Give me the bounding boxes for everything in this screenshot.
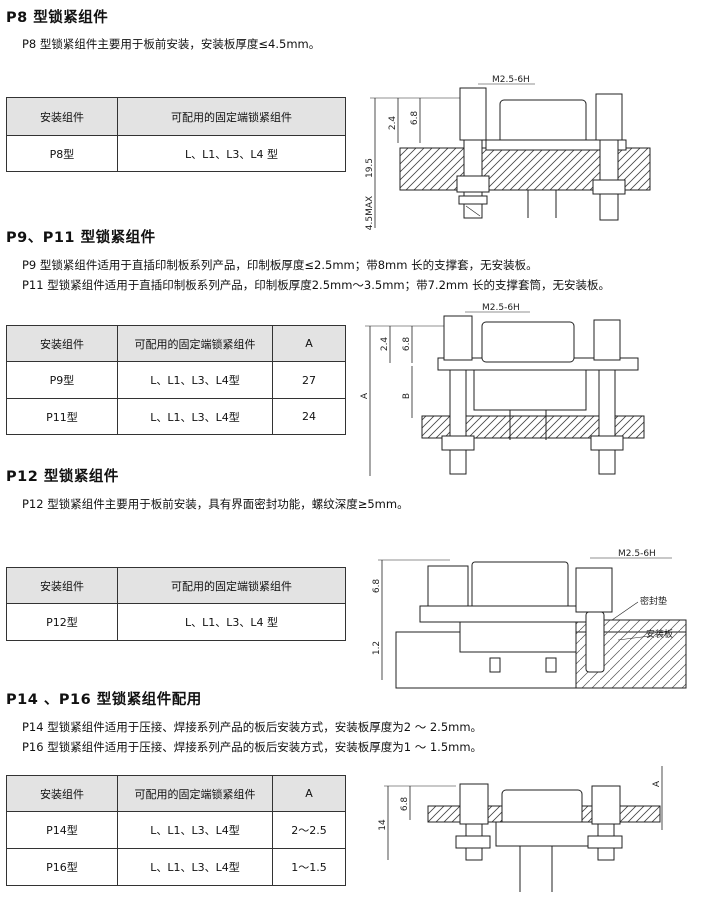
table-cell: L、L1、L3、L4型 <box>117 398 273 435</box>
table-cell: 27 <box>272 361 346 399</box>
dim-label: 6.8 <box>400 797 410 812</box>
dim-label: A <box>652 780 662 787</box>
seal-label: 密封垫 <box>640 595 667 607</box>
spec-table-p14-p16: 安装组件 可配用的固定端锁紧组件 A P14型 L、L1、L3、L4型 2～2.… <box>6 775 346 886</box>
spec-table-p8: 安装组件 可配用的固定端锁紧组件 P8型 L、L1、L3、L4 型 <box>6 97 346 172</box>
table-cell: P14型 <box>6 811 118 849</box>
plate-label: 安装板 <box>646 628 673 640</box>
dim-label: 1.2 <box>372 641 382 655</box>
table-cell: P9型 <box>6 361 118 399</box>
thread-label: M2.5-6H <box>618 549 656 559</box>
spec-table-p9-p11: 安装组件 可配用的固定端锁紧组件 A P9型 L、L1、L3、L4型 27 P1… <box>6 325 346 435</box>
table-row: P8型 L、L1、L3、L4 型 <box>6 135 346 172</box>
table-row: P12型 L、L1、L3、L4 型 <box>6 603 346 641</box>
table-row: P11型 L、L1、L3、L4型 24 <box>6 398 346 435</box>
dim-label: 4.5MAX <box>365 196 375 230</box>
table-cell: 1～1.5 <box>272 848 346 886</box>
table-header: 可配用的固定端锁紧组件 <box>117 97 346 136</box>
section-title-p9-p11: P9、P11 型锁紧组件 <box>6 230 156 246</box>
table-row: P9型 L、L1、L3、L4型 27 <box>6 361 346 399</box>
table-header: 安装组件 <box>6 567 118 604</box>
thread-label: M2.5-6H <box>492 75 530 85</box>
diagram-p9-p11: A 2.4 6.8 B M2.5-6H <box>360 303 645 476</box>
table-cell: L、L1、L3、L4型 <box>117 811 273 849</box>
dim-label: 14 <box>378 819 388 831</box>
table-cell: L、L1、L3、L4 型 <box>117 603 346 641</box>
dim-label: B <box>402 393 412 399</box>
dim-label: A <box>360 392 370 399</box>
table-row: P14型 L、L1、L3、L4型 2～2.5 <box>6 811 346 849</box>
dim-label: 2.4 <box>388 116 398 131</box>
table-header: 可配用的固定端锁紧组件 <box>117 325 273 362</box>
table-row: P16型 L、L1、L3、L4型 1～1.5 <box>6 848 346 886</box>
table-cell: P16型 <box>6 848 118 886</box>
table-header: 安装组件 <box>6 97 118 136</box>
thread-label: M2.5-6H <box>482 303 520 313</box>
table-header: A <box>272 775 346 812</box>
table-header: 可配用的固定端锁紧组件 <box>117 567 346 604</box>
table-cell: L、L1、L3、L4型 <box>117 361 273 399</box>
section-desc-p11: P11 型锁紧组件适用于直插印制板系列产品，印制板厚度2.5mm～3.5mm；带… <box>22 278 610 292</box>
table-cell: P8型 <box>6 135 118 172</box>
table-cell: P11型 <box>6 398 118 435</box>
dim-label: 19.5 <box>365 158 375 178</box>
section-desc-p8: P8 型锁紧组件主要用于板前安装，安装板厚度≤4.5mm。 <box>22 37 321 51</box>
section-desc-p9: P9 型锁紧组件适用于直插印制板系列产品，印制板厚度≤2.5mm；带8mm 长的… <box>22 258 538 272</box>
table-cell: L、L1、L3、L4型 <box>117 848 273 886</box>
table-header: A <box>272 325 346 362</box>
section-title-p12: P12 型锁紧组件 <box>6 469 119 485</box>
table-cell: 24 <box>272 398 346 435</box>
diagram-p14-p16: 14 6.8 A <box>378 766 663 892</box>
section-title-p14-p16: P14 、P16 型锁紧组件配用 <box>6 692 202 708</box>
dim-label: 6.8 <box>372 579 382 594</box>
section-title-p8: P8 型锁紧组件 <box>6 10 109 26</box>
table-header: 安装组件 <box>6 325 118 362</box>
table-cell: 2～2.5 <box>272 811 346 849</box>
spec-table-p12: 安装组件 可配用的固定端锁紧组件 P12型 L、L1、L3、L4 型 <box>6 567 346 641</box>
section-desc-p14: P14 型锁紧组件适用于压接、焊接系列产品的板后安装方式，安装板厚度为2 ～ 2… <box>22 720 483 734</box>
table-cell: P12型 <box>6 603 118 641</box>
dim-label: 6.8 <box>410 111 420 126</box>
table-header: 可配用的固定端锁紧组件 <box>117 775 273 812</box>
table-cell: L、L1、L3、L4 型 <box>117 135 346 172</box>
table-header: 安装组件 <box>6 775 118 812</box>
dim-label: 2.4 <box>380 337 390 352</box>
diagram-p12: 6.8 1.2 M2.5-6H 密封垫 安装板 <box>372 549 687 689</box>
diagram-p8: 19.5 2.4 6.8 4.5MAX M2.5-6H <box>365 75 651 230</box>
section-desc-p12: P12 型锁紧组件主要用于板前安装，具有界面密封功能，螺纹深度≥5mm。 <box>22 497 409 511</box>
section-desc-p16: P16 型锁紧组件适用于压接、焊接系列产品的板后安装方式，安装板厚度为1 ～ 1… <box>22 740 483 754</box>
dim-label: 6.8 <box>402 337 412 352</box>
